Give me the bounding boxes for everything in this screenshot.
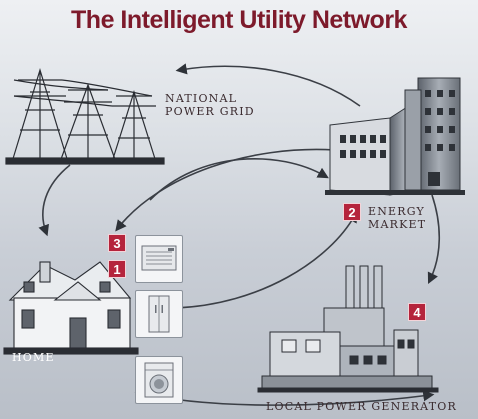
step-badge-3: 3 [108, 234, 126, 252]
house-icon [3, 261, 139, 355]
arrow-market-to-grid [175, 63, 361, 107]
label-grid-line1: NATIONAL [165, 92, 238, 105]
washing-machine-icon [144, 362, 174, 398]
refrigerator-icon [148, 295, 170, 333]
arrow-grid-to-home [38, 164, 71, 237]
label-energy-market: ENERGY MARKET [368, 205, 426, 231]
label-national-power-grid: NATIONAL POWER GRID [165, 92, 255, 118]
step-badge-2: 2 [343, 203, 361, 221]
factory-icon [257, 265, 439, 393]
arrow-market-to-home [115, 148, 336, 232]
arrow-home-to-market [174, 211, 358, 309]
label-home: HOME [12, 351, 55, 364]
transmission-tower-icon [5, 67, 165, 165]
office-building-icon [325, 77, 465, 196]
arrow-grid-to-market [149, 158, 329, 201]
label-local-power-generator: LOCAL POWER GENERATOR [266, 400, 457, 413]
air-conditioner-icon [141, 245, 177, 271]
step-badge-1: 1 [108, 260, 126, 278]
label-grid-line2: POWER GRID [165, 105, 255, 118]
appliance-tile-refrigerator [135, 290, 183, 338]
arrow-market-to-generator [427, 194, 441, 285]
label-market-line2: MARKET [368, 218, 427, 231]
appliance-tile-air-conditioner [135, 235, 183, 283]
appliance-tile-washing-machine [135, 356, 183, 404]
label-market-line1: ENERGY [368, 205, 426, 218]
step-badge-4: 4 [408, 303, 426, 321]
page-title: The Intelligent Utility Network [71, 6, 407, 34]
